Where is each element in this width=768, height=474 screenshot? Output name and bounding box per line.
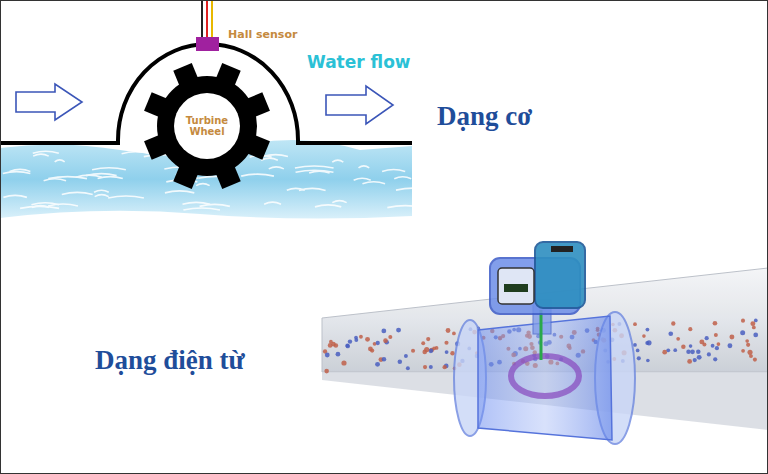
particle	[727, 343, 732, 348]
particle	[689, 344, 693, 348]
particle	[424, 347, 429, 352]
particle	[446, 328, 451, 333]
particle	[375, 362, 380, 367]
particle	[646, 340, 651, 345]
particle	[707, 352, 711, 356]
sensor-wire	[211, 0, 213, 38]
particle	[713, 321, 718, 326]
particle	[668, 331, 673, 336]
particle	[421, 341, 425, 345]
particle	[681, 345, 685, 349]
type-label: Dạng điện từ	[95, 345, 245, 376]
particle	[636, 349, 640, 353]
particle	[406, 366, 410, 370]
particle	[633, 322, 637, 326]
flow-label: Water flow	[307, 52, 411, 72]
particle	[687, 359, 692, 364]
particle	[646, 328, 650, 332]
particle	[346, 344, 350, 348]
particle	[329, 340, 333, 344]
particle	[445, 350, 449, 354]
particle	[753, 358, 757, 362]
particle	[753, 333, 758, 338]
particle	[713, 357, 717, 361]
particle	[429, 365, 433, 369]
particle	[750, 321, 755, 326]
particle	[717, 342, 721, 346]
particle	[741, 319, 745, 323]
particle	[745, 339, 749, 343]
particle	[442, 365, 446, 369]
particle	[381, 329, 386, 334]
particle	[642, 334, 646, 338]
particle	[676, 337, 680, 341]
particle	[746, 343, 750, 347]
flowmeter-illustration	[322, 242, 768, 444]
particle	[382, 357, 387, 362]
particle	[388, 335, 392, 339]
particle	[747, 350, 752, 355]
particle	[423, 365, 427, 369]
particle	[749, 354, 753, 358]
particle	[697, 355, 702, 360]
particle	[324, 369, 329, 374]
particle	[328, 343, 333, 348]
particle	[325, 353, 330, 358]
particle	[444, 341, 448, 345]
particle	[699, 339, 704, 344]
particle	[696, 350, 701, 355]
flow-arrow	[16, 84, 82, 120]
particle	[715, 346, 719, 350]
hall-sensor	[196, 37, 219, 51]
particle	[404, 354, 408, 358]
particle	[633, 343, 637, 347]
particle	[714, 333, 718, 337]
particle	[368, 346, 373, 351]
particle	[426, 337, 430, 341]
particle	[752, 326, 756, 330]
particle	[693, 358, 697, 362]
particle	[662, 350, 667, 355]
particle	[729, 335, 734, 340]
particle	[671, 321, 675, 325]
particle	[452, 332, 456, 336]
particle	[398, 360, 403, 365]
particle	[690, 350, 695, 355]
particle	[711, 344, 715, 348]
particle	[396, 328, 401, 333]
sensor-wire	[206, 0, 208, 38]
particle	[673, 348, 677, 352]
flow-arrow	[326, 86, 393, 124]
particle	[705, 336, 709, 340]
particle	[646, 359, 650, 363]
part-label: Hall sensor	[228, 28, 297, 41]
particle	[450, 351, 454, 355]
particle	[334, 343, 339, 348]
particle	[637, 356, 641, 360]
particle	[341, 360, 346, 365]
particle	[354, 338, 358, 342]
particle	[411, 349, 415, 353]
particle	[348, 339, 352, 343]
sensor-wire	[201, 0, 203, 38]
particle	[336, 352, 341, 357]
particle	[345, 343, 349, 347]
particle	[741, 349, 745, 353]
particle	[376, 341, 380, 345]
particle	[383, 338, 388, 343]
turbine-wheel: Turbine Wheel	[141, 60, 273, 192]
particle	[359, 335, 363, 339]
particle	[740, 330, 745, 335]
node-label: Turbine Wheel	[178, 115, 236, 138]
particle	[688, 327, 692, 331]
type-label: Dạng cơ	[437, 101, 532, 132]
particle	[365, 337, 370, 342]
particle	[686, 350, 690, 354]
